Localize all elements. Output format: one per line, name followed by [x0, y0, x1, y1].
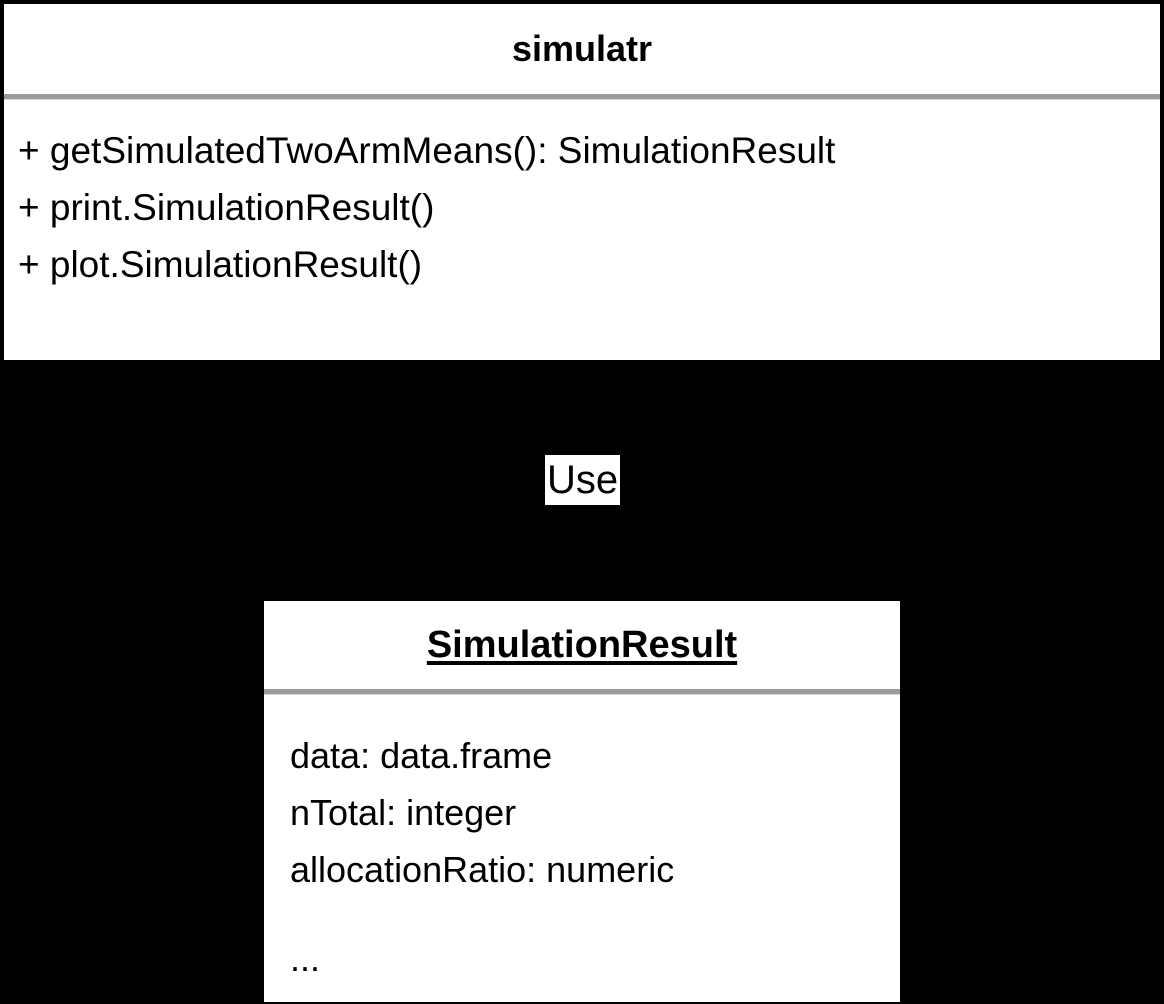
uml-class-simulatr[interactable]: simulatr + getSimulatedTwoArmMeans(): Si… [2, 2, 1162, 362]
uml-class-simulationresult[interactable]: SimulationResult data: data.frame nTotal… [264, 601, 900, 1002]
uml-operation[interactable]: + print.SimulationResult() [18, 187, 435, 228]
relationship-label-use[interactable]: Use [545, 455, 621, 505]
uml-attribute[interactable]: allocationRatio: numeric [290, 849, 675, 890]
uml-compartment-separator [4, 94, 1160, 100]
uml-attribute[interactable]: data: data.frame [290, 735, 553, 776]
uml-compartment-separator [264, 689, 900, 695]
uml-operation[interactable]: + plot.SimulationResult() [18, 244, 423, 285]
uml-attribute[interactable]: nTotal: integer [290, 792, 517, 833]
uml-attributes-compartment-simulationresult: data: data.frame nTotal: integer allocat… [264, 695, 900, 987]
uml-operations-compartment-simulatr: + getSimulatedTwoArmMeans(): SimulationR… [4, 100, 1160, 293]
uml-operation[interactable]: + getSimulatedTwoArmMeans(): SimulationR… [18, 130, 836, 171]
uml-class-header-simulationresult: SimulationResult [264, 601, 900, 689]
uml-class-header-simulatr: simulatr [4, 4, 1160, 94]
uml-class-name-simulationresult: SimulationResult [426, 623, 738, 666]
uml-class-name-simulatr: simulatr [511, 28, 653, 69]
uml-attribute-ellipsis: ... [290, 938, 321, 979]
